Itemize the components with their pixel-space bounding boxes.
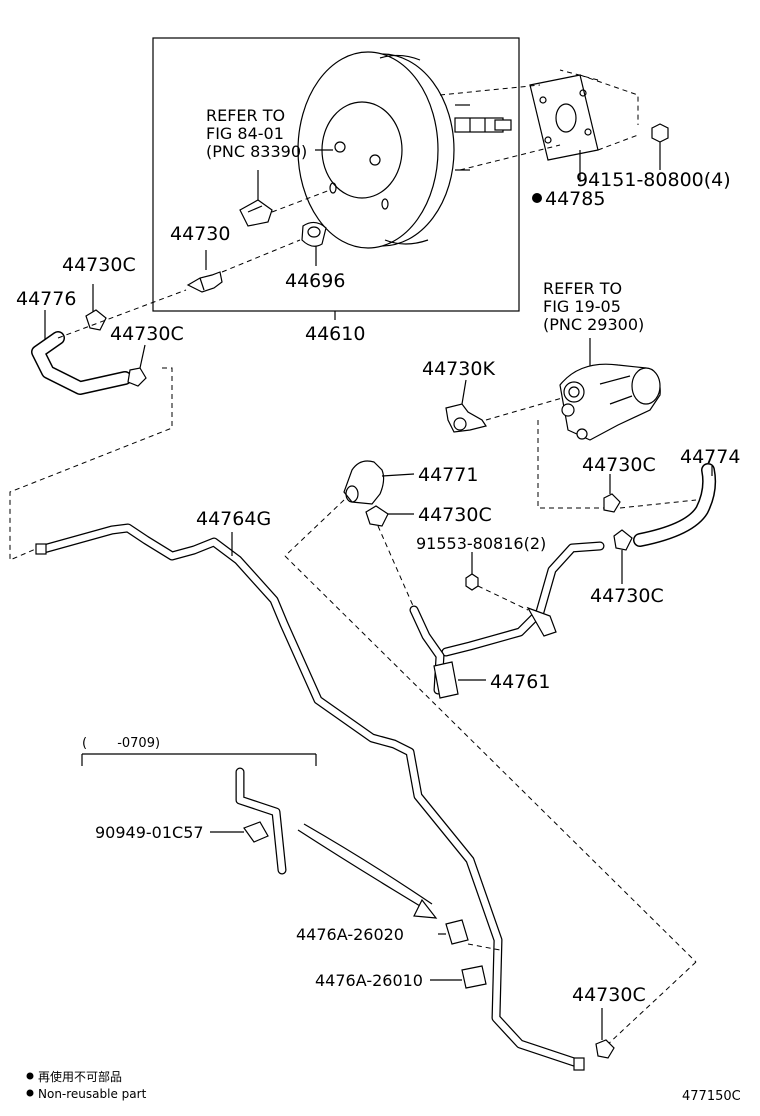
ref2-line2: FIG 19-05 <box>543 297 621 316</box>
dash-guide-right-2 <box>605 961 697 1047</box>
inset-panel <box>81 753 438 919</box>
date-range: ( -0709) <box>82 736 160 751</box>
hose-44776 <box>31 310 132 395</box>
clip-44730C-bottom <box>595 1008 615 1059</box>
ref1-line2: FIG 84-01 <box>206 124 284 143</box>
dash-clamps <box>467 943 501 951</box>
pipe-44764G <box>35 523 585 1071</box>
dash-guide-right <box>284 555 697 963</box>
elbow-hose-44771 <box>343 460 415 505</box>
nut-94151 <box>651 123 669 170</box>
pipe-44761 <box>409 541 605 699</box>
gasket-44785 <box>529 74 599 161</box>
dash-hose-valve <box>57 289 187 339</box>
label-44730K: 44730K <box>422 358 495 380</box>
label-44771: 44771 <box>418 464 478 486</box>
dash-44771-down <box>377 525 415 609</box>
legend-dot-en <box>26 1089 34 1097</box>
ref1-line1: REFER TO <box>206 106 285 125</box>
dash-pump-44774 <box>537 420 697 509</box>
bolt-91553 <box>465 552 529 611</box>
figure-code: 477150C <box>682 1089 741 1104</box>
booster-assembly-frame <box>152 37 520 312</box>
dash-44771-left <box>284 499 345 557</box>
clip-44730C-top <box>85 284 107 331</box>
label-44610: 44610 <box>305 323 365 345</box>
dash-44730K <box>485 397 563 421</box>
grommet-44696 <box>301 221 327 266</box>
clamp-4476A-26010 <box>430 965 487 989</box>
ref2-line3: (PNC 29300) <box>543 315 644 334</box>
label-4476A-26020: 4476A-26020 <box>296 925 404 944</box>
label-44730C-right: 44730C <box>582 454 656 476</box>
valve-44730 <box>186 250 223 293</box>
label-94151: 94151-80800(4) <box>576 169 731 191</box>
label-44730: 44730 <box>170 223 230 245</box>
label-44761: 44761 <box>490 671 550 693</box>
clamp-4476A-26020 <box>438 919 469 945</box>
vacuum-pump <box>559 338 661 441</box>
label-91553: 91553-80816(2) <box>416 534 546 553</box>
dash-44730 <box>221 239 301 273</box>
label-44730C-bottom: 44730C <box>572 984 646 1006</box>
label-4476A-26010: 4476A-26010 <box>315 971 423 990</box>
legend-dot-jp <box>26 1072 34 1080</box>
label-44730C-mid: 44730C <box>418 504 492 526</box>
legend-jp: 再使用不可部品 <box>38 1069 122 1084</box>
label-44730C-lower-right: 44730C <box>590 585 664 607</box>
hose-44774 <box>633 463 717 547</box>
legend-en: Non-reusable part <box>38 1087 147 1101</box>
dash-ref1 <box>271 189 331 213</box>
label-44730C-top: 44730C <box>62 254 136 276</box>
dash-guide-left <box>9 367 173 561</box>
brake-booster <box>297 51 512 249</box>
label-90949: 90949-01C57 <box>95 823 204 842</box>
label-44730C-hose: 44730C <box>110 323 184 345</box>
clip-44730C-mid <box>365 505 414 527</box>
non-reusable-marker-44785 <box>532 193 542 203</box>
clip-44730C-lower-right <box>613 529 633 584</box>
union-44730K <box>445 379 487 433</box>
ref1-line3: (PNC 83390) <box>206 142 307 161</box>
gasket-dash-box <box>439 69 639 171</box>
label-44696: 44696 <box>285 270 345 292</box>
clip-44730C-lower <box>127 344 147 387</box>
label-44764G: 44764G <box>196 508 271 530</box>
label-44776: 44776 <box>16 288 76 310</box>
check-valve-connector <box>239 170 273 227</box>
label-44785: 44785 <box>545 188 605 210</box>
clip-44730C-right <box>603 474 621 513</box>
ref2-line1: REFER TO <box>543 279 622 298</box>
label-44774: 44774 <box>680 446 740 468</box>
